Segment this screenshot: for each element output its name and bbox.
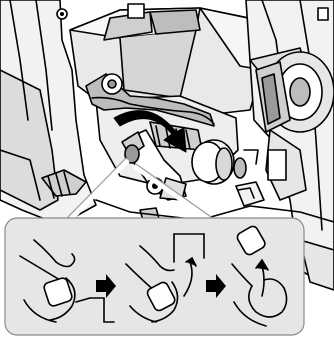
detail-callout xyxy=(5,218,304,335)
